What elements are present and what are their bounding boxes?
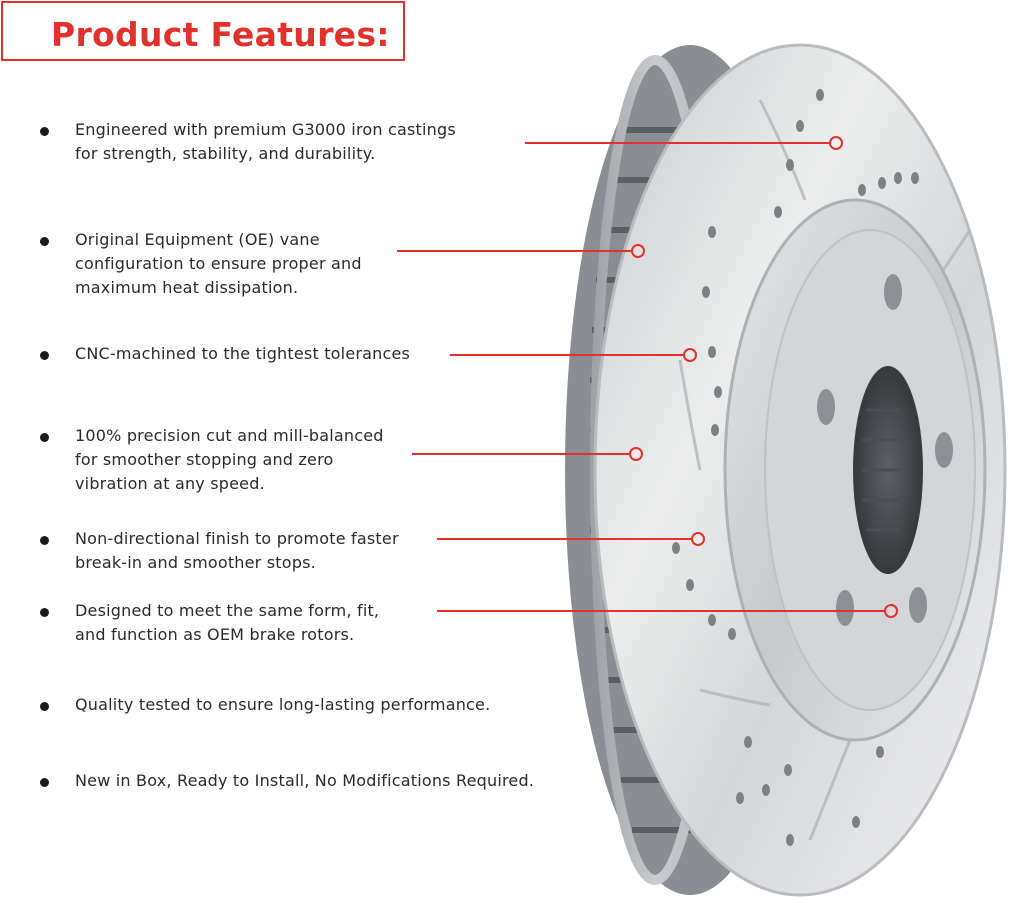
feature-item: Original Equipment (OE) vane configurati… xyxy=(40,228,362,300)
callout-line xyxy=(437,610,885,612)
feature-line: Designed to meet the same form, fit, xyxy=(75,601,380,620)
feature-line: 100% precision cut and mill-balanced xyxy=(75,426,384,445)
callout-line xyxy=(437,538,692,540)
callout-marker-icon xyxy=(631,244,645,258)
bullet-icon xyxy=(40,536,49,545)
callout-line xyxy=(525,142,830,144)
callout-marker-icon xyxy=(829,136,843,150)
feature-line: Engineered with premium G3000 iron casti… xyxy=(75,120,456,139)
feature-item: Designed to meet the same form, fit, and… xyxy=(40,599,379,647)
callout-line xyxy=(397,250,632,252)
feature-line: New in Box, Ready to Install, No Modific… xyxy=(75,771,535,790)
feature-item: Non-directional finish to promote faster… xyxy=(40,527,399,575)
page-title: Product Features: xyxy=(51,15,390,54)
feature-line: Original Equipment (OE) vane xyxy=(75,230,320,249)
feature-item: CNC-machined to the tightest tolerances xyxy=(40,342,410,366)
callout-line xyxy=(450,354,684,356)
feature-item: Engineered with premium G3000 iron casti… xyxy=(40,118,456,166)
bullet-icon xyxy=(40,237,49,246)
bullet-icon xyxy=(40,702,49,711)
callout-marker-icon xyxy=(683,348,697,362)
feature-line: break-in and smoother stops. xyxy=(75,553,316,572)
title-box: Product Features: xyxy=(1,1,405,61)
callout-marker-icon xyxy=(691,532,705,546)
bullet-icon xyxy=(40,433,49,442)
feature-line: for smoother stopping and zero xyxy=(75,450,334,469)
callout-marker-icon xyxy=(629,447,643,461)
bullet-icon xyxy=(40,127,49,136)
feature-line: vibration at any speed. xyxy=(75,474,265,493)
feature-line: for strength, stability, and durability. xyxy=(75,144,376,163)
feature-line: Quality tested to ensure long-lasting pe… xyxy=(75,695,491,714)
feature-line: configuration to ensure proper and xyxy=(75,254,362,273)
feature-line: and function as OEM brake rotors. xyxy=(75,625,355,644)
bullet-icon xyxy=(40,778,49,787)
feature-item: New in Box, Ready to Install, No Modific… xyxy=(40,769,534,793)
feature-item: 100% precision cut and mill-balanced for… xyxy=(40,424,384,496)
callout-line xyxy=(412,453,630,455)
feature-line: maximum heat dissipation. xyxy=(75,278,299,297)
feature-line: CNC-machined to the tightest tolerances xyxy=(75,344,411,363)
feature-line: Non-directional finish to promote faster xyxy=(75,529,399,548)
feature-item: Quality tested to ensure long-lasting pe… xyxy=(40,693,490,717)
callout-marker-icon xyxy=(884,604,898,618)
bullet-icon xyxy=(40,608,49,617)
bullet-icon xyxy=(40,351,49,360)
